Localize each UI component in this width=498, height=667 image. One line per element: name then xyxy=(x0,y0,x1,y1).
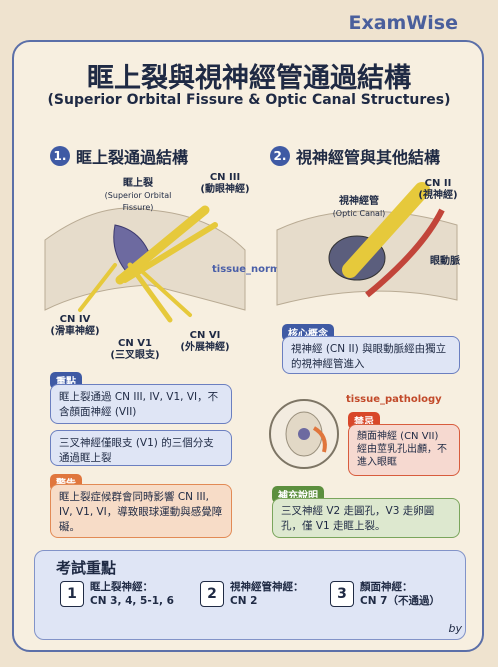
orbital-fissure-illustration xyxy=(44,205,246,323)
section1-header: 1. 眶上裂通過結構 xyxy=(50,144,188,168)
exam-item-3-number: 3 xyxy=(330,581,354,607)
exam-item-1-label: 眶上裂神經： xyxy=(90,581,153,593)
core-concept-box: 視神經 (CN II) 與眼動脈經由獨立的視神經管進入 xyxy=(282,336,460,374)
exam-item-2-label: 視神經管神經： xyxy=(230,581,304,593)
exam-item-2: 2 視神經管神經： CN 2 xyxy=(200,580,304,608)
section2-heading: 視神經管與其他結構 xyxy=(296,148,441,167)
exam-item-3-label: 顏面神經： xyxy=(360,581,413,593)
section1-number: 1. xyxy=(50,146,70,166)
optic-canal-label: 視神經管 (Optic Canal) xyxy=(332,196,386,218)
section1-heading: 眶上裂通過結構 xyxy=(76,148,189,167)
skull-base-illustration xyxy=(269,399,339,469)
cnv1-label: CN V1 (三叉眼支) xyxy=(110,338,160,361)
exam-item-1: 1 眶上裂神經： CN 3, 4, 5-1, 6 xyxy=(60,580,174,608)
key-point-2: 三叉神經僅眼支 (V1) 的三個分支通過眶上裂 xyxy=(50,430,232,466)
optic-canal-illustration xyxy=(276,182,458,306)
fissure-label: 眶上裂 (Superior Orbital Fissure) xyxy=(104,178,172,212)
cn3-label: CN III (動眼神經) xyxy=(200,172,250,195)
section2-number: 2. xyxy=(270,146,290,166)
section2-header: 2. 視神經管與其他結構 xyxy=(270,144,440,168)
page-title: 眶上裂與視神經管通過結構 xyxy=(87,63,411,94)
exam-item-2-value: CN 2 xyxy=(230,595,258,607)
forbid-box: 顏面神經 (CN VII) 經由莖乳孔出顱，不進入眼眶 xyxy=(348,424,460,476)
cn6-label: CN VI (外展神經) xyxy=(180,330,230,353)
brand-logo: ExamWise xyxy=(348,12,458,34)
tissue-normal-label: tissue_normal xyxy=(212,264,291,275)
exam-summary-panel xyxy=(34,550,466,640)
exam-item-2-number: 2 xyxy=(200,581,224,607)
artery-label: 眼動脈 xyxy=(430,256,460,267)
warning-box: 眶上裂症候群會同時影響 CN III, IV, V1, VI，導致眼球運動與感覺… xyxy=(50,484,232,538)
cn2-label: CN II (視神經) xyxy=(418,178,458,201)
tissue-pathology-label: tissue_pathology xyxy=(346,394,442,405)
page-subtitle: (Superior Orbital Fissure & Optic Canal … xyxy=(47,92,451,108)
key-point-1: 眶上裂通過 CN III, IV, V1, VI，不含顏面神經 (VII) xyxy=(50,384,232,424)
extra-box: 三叉神經 V2 走圓孔，V3 走卵圓孔，僅 V1 走眶上裂。 xyxy=(272,498,460,538)
exam-item-1-value: CN 3, 4, 5-1, 6 xyxy=(90,595,174,607)
exam-item-1-number: 1 xyxy=(60,581,84,607)
signature: by xyxy=(448,622,463,635)
cn4-label: CN IV (滑車神經) xyxy=(50,314,100,337)
exam-item-3-value: CN 7（不通過） xyxy=(360,595,440,607)
exam-title: 考試重點 xyxy=(56,559,117,577)
exam-item-3: 3 顏面神經： CN 7（不通過） xyxy=(330,580,440,608)
